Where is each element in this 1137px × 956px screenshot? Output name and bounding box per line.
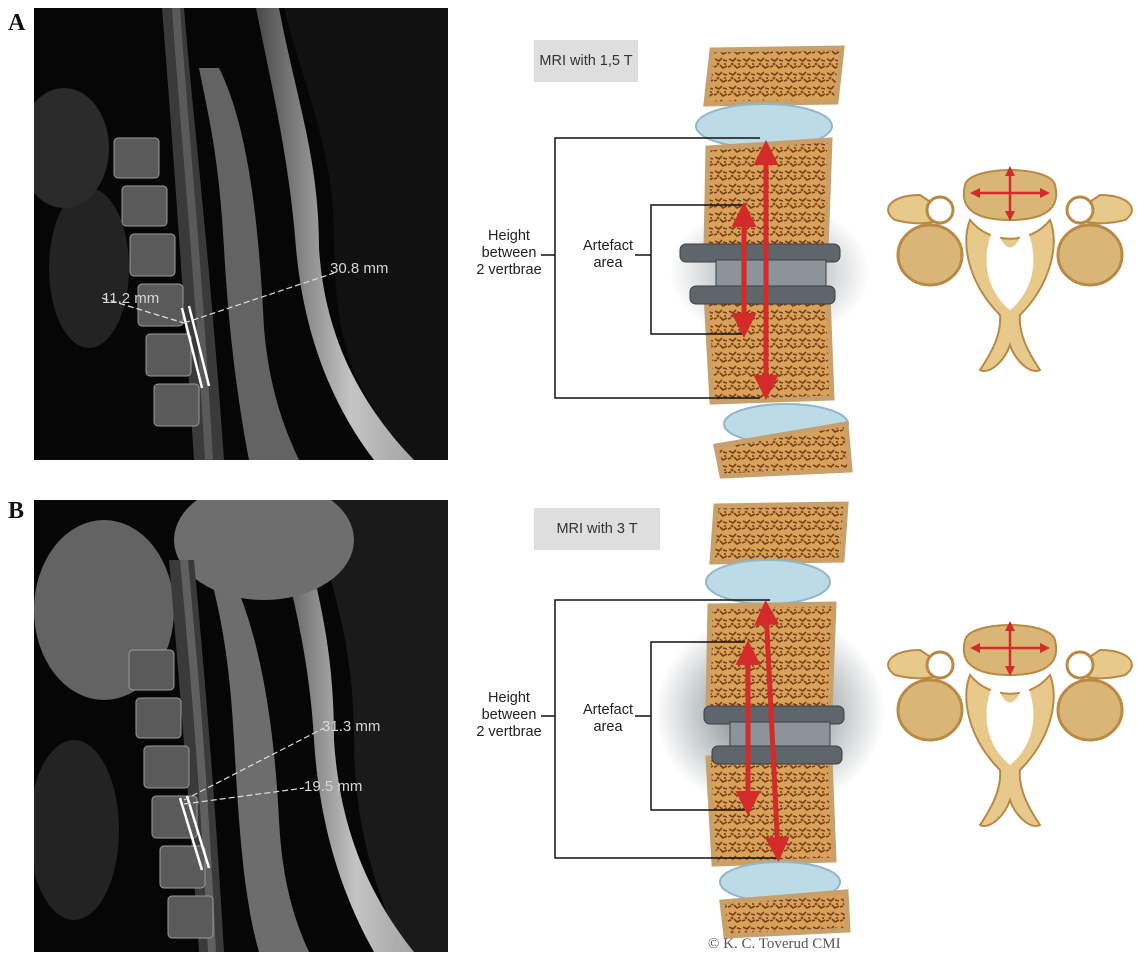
mri-measurement-label: 30.8 mm — [330, 260, 388, 277]
artefact-label: Artefact area — [578, 238, 638, 272]
mri-image-panel-b: 31.3 mm 19.5 mm — [34, 500, 448, 952]
field-strength-label: MRI with 3 T — [534, 508, 660, 550]
mri-image-panel-a: 11.2 mm 30.8 mm — [34, 8, 448, 460]
panel-a-letter: A — [8, 10, 25, 37]
height-label: Height between 2 vertbrae — [474, 228, 544, 279]
mri-measurement-label: 19.5 mm — [304, 778, 362, 795]
copyright-credit: © K. C. Toverud CMI — [708, 936, 841, 953]
panel-b-letter: B — [8, 498, 24, 525]
field-strength-label: MRI with 1,5 T — [534, 40, 638, 82]
mri-measurement-label: 11.2 mm — [102, 290, 159, 307]
artefact-label: Artefact area — [578, 702, 638, 736]
mri-measurement-label: 31.3 mm — [322, 718, 380, 735]
height-label: Height between 2 vertbrae — [474, 690, 544, 741]
